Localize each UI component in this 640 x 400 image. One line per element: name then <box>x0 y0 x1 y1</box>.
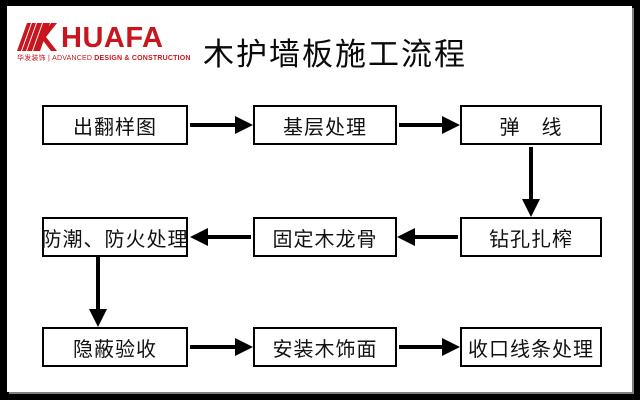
huafa-tagline-light: 华发装饰 | ADVANCED <box>17 55 95 62</box>
flow-step-layout-drawing: 出翻样图 <box>42 105 188 145</box>
arrow-left-1 <box>397 228 458 246</box>
arrow-right-1 <box>190 116 253 134</box>
arrow-right-3 <box>190 338 253 356</box>
flow-step-drill-tenon: 钻孔扎榨 <box>460 217 602 257</box>
slide: HUAFA 华发装饰 | ADVANCED DESIGN & CONSTRUCT… <box>7 6 632 392</box>
arrow-down-1 <box>522 147 540 217</box>
huafa-k-icon <box>17 23 57 51</box>
flow-step-snap-lines: 弹 线 <box>460 105 602 145</box>
flow-step-moisture-fireproof: 防潮、防火处理 <box>42 217 188 257</box>
huafa-brand-text: HUAFA <box>61 22 164 54</box>
arrow-right-4 <box>399 338 460 356</box>
flow-step-concealed-acceptance: 隐蔽验收 <box>42 327 188 367</box>
huafa-logo: HUAFA 华发装饰 | ADVANCED DESIGN & CONSTRUCT… <box>17 22 191 63</box>
huafa-tagline: 华发装饰 | ADVANCED DESIGN & CONSTRUCTION <box>17 53 191 63</box>
flow-step-fix-wood-keel: 固定木龙骨 <box>253 217 397 257</box>
huafa-tagline-bold: DESIGN & CONSTRUCTION <box>94 55 191 62</box>
flow-step-base-treatment: 基层处理 <box>253 105 397 145</box>
arrow-left-2 <box>190 228 251 246</box>
arrow-right-2 <box>399 116 460 134</box>
slide-title: 木护墙板施工流程 <box>203 37 467 72</box>
flow-step-edge-trim: 收口线条处理 <box>460 327 602 367</box>
arrow-down-2 <box>89 257 107 327</box>
flow-step-install-wood-veneer: 安装木饰面 <box>253 327 397 367</box>
